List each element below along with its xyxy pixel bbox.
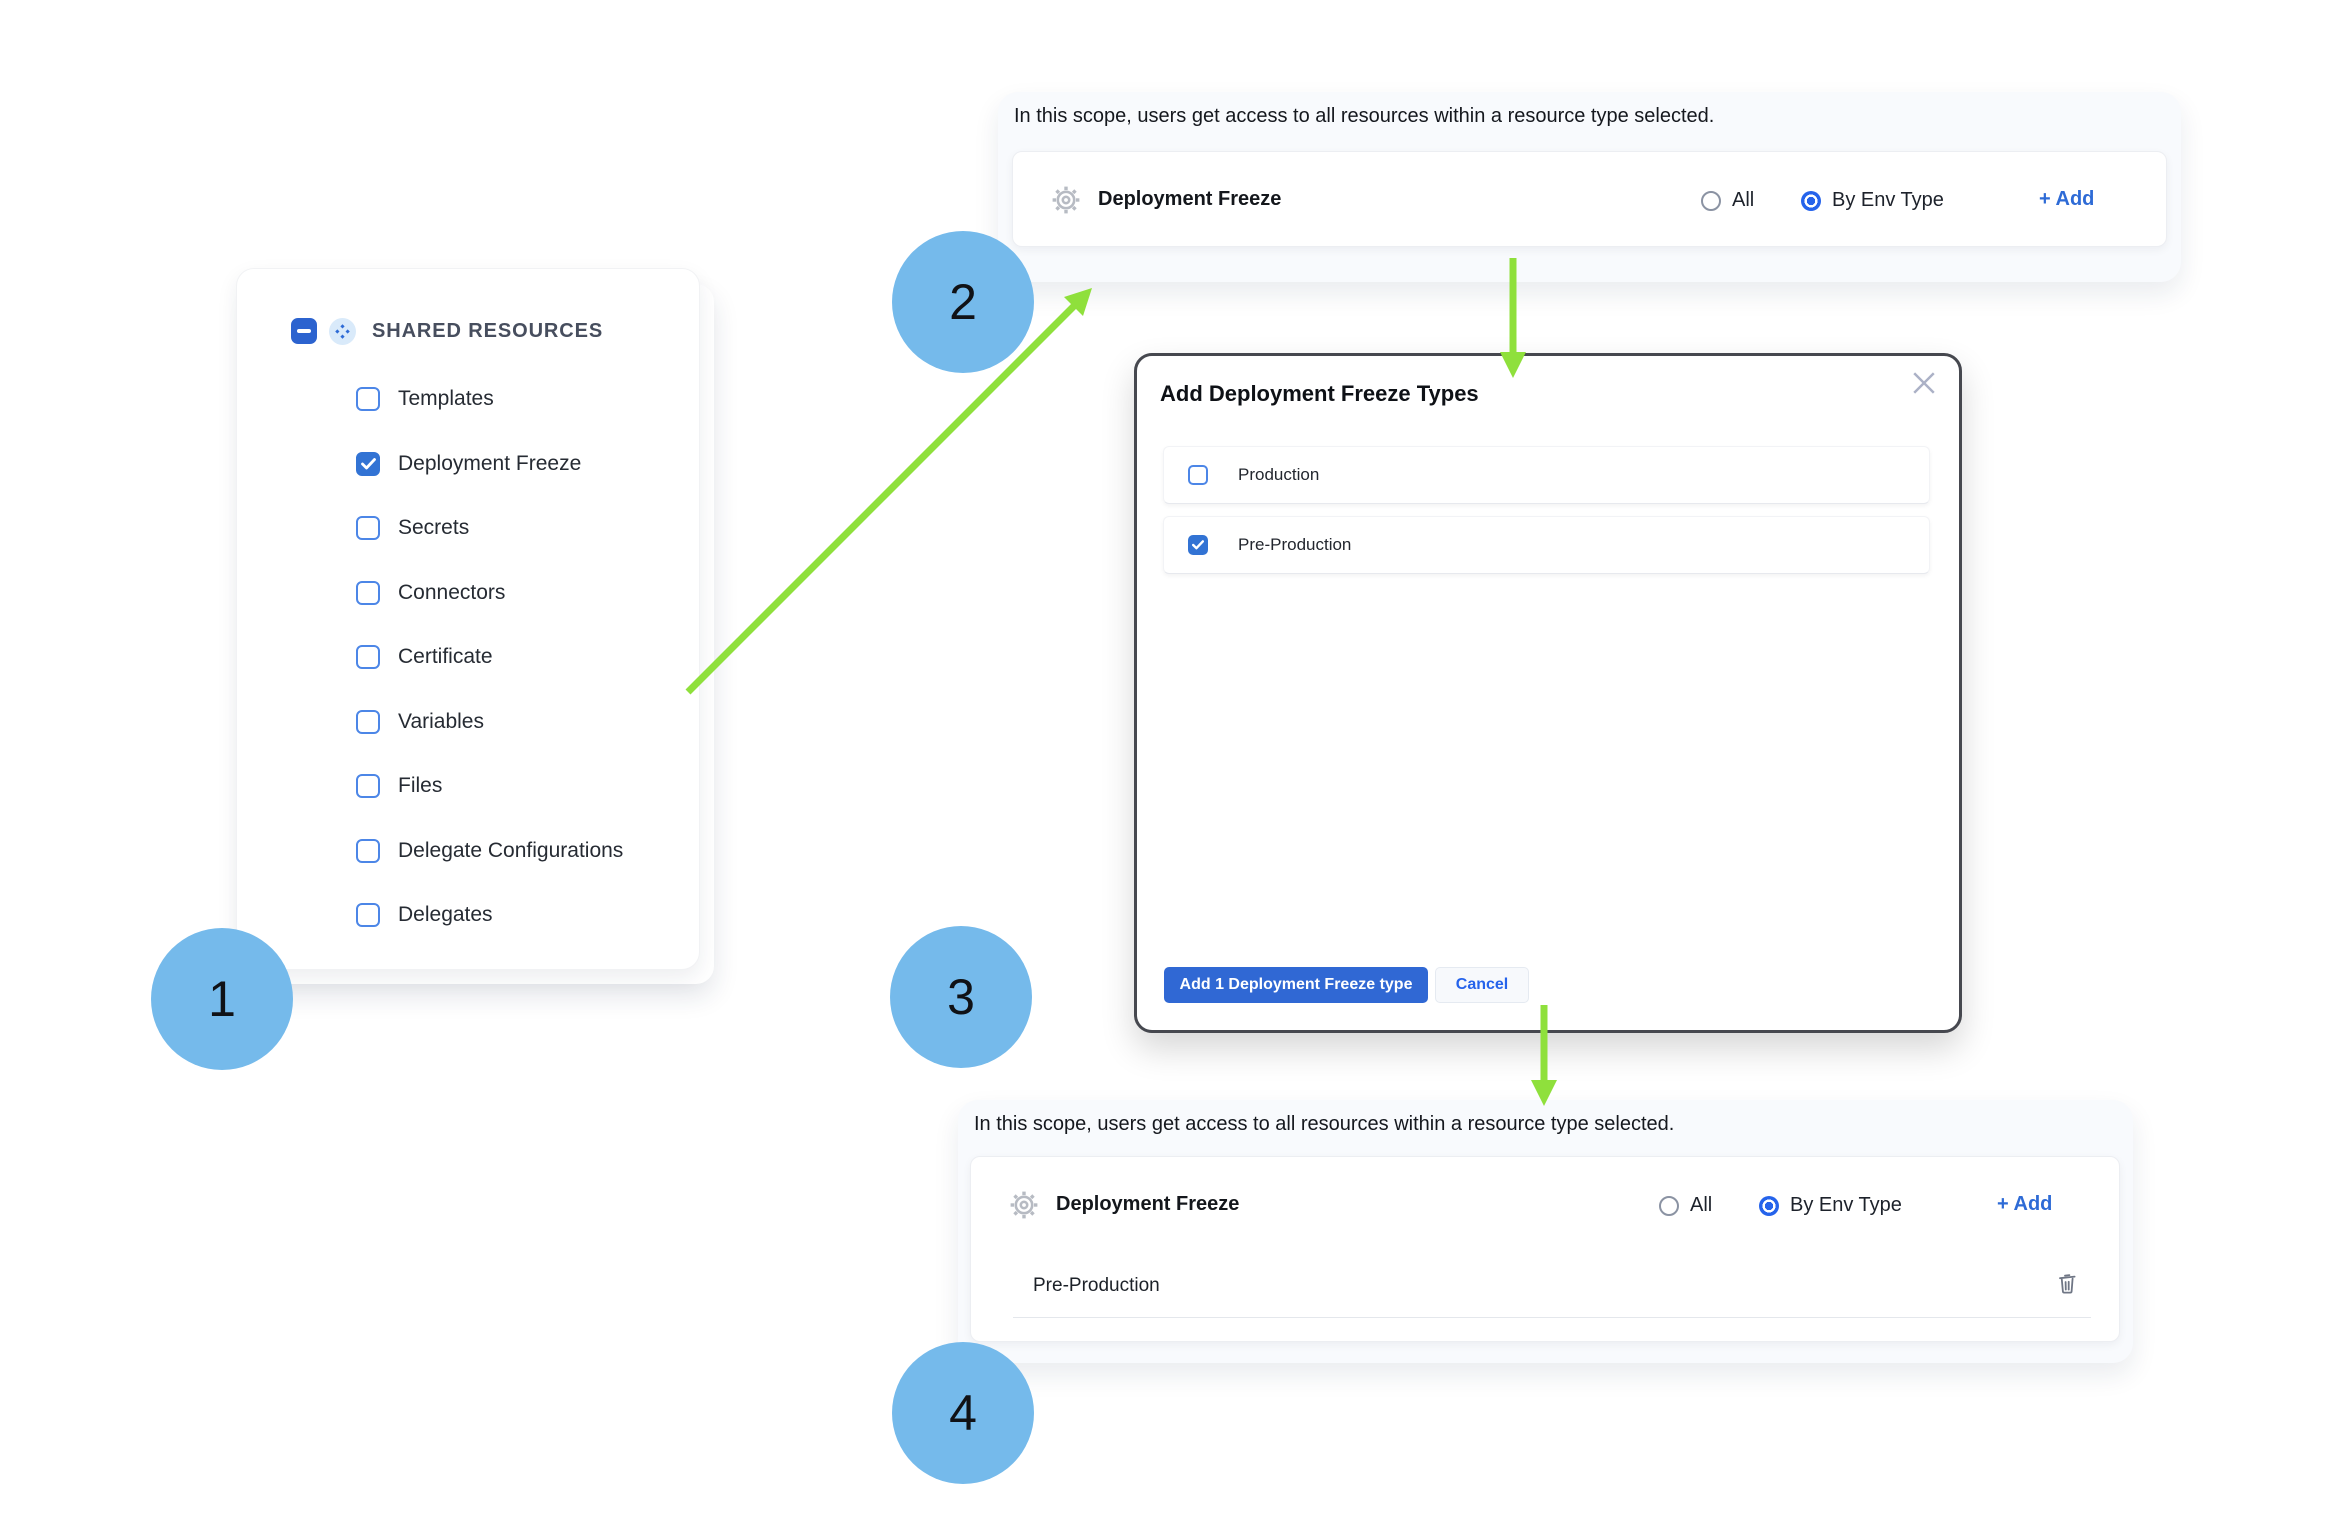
trash-icon[interactable] bbox=[2055, 1270, 2079, 1301]
shared-resources-icon bbox=[329, 317, 356, 345]
arrow-sidebar-to-scope-top bbox=[685, 288, 1092, 695]
checkbox-files[interactable] bbox=[356, 774, 380, 799]
row-divider bbox=[1013, 1317, 2091, 1318]
scope-description: In this scope, users get access to all r… bbox=[974, 1113, 1675, 1135]
scope-panel-bottom: In this scope, users get access to all r… bbox=[958, 1100, 2133, 1363]
gear-icon bbox=[1007, 1188, 1041, 1222]
sidebar-item-deployment-freeze[interactable]: Deployment Freeze bbox=[237, 432, 699, 497]
step-badge-1: 1 bbox=[151, 928, 293, 1070]
selected-type-label: Pre-Production bbox=[1033, 1274, 1160, 1296]
sidebar-item-variables[interactable]: Variables bbox=[237, 690, 699, 755]
resource-type-card: Deployment Freeze All By Env Type + Add bbox=[1012, 151, 2167, 247]
radio-all[interactable] bbox=[1701, 190, 1721, 211]
add-deployment-freeze-type-button[interactable]: Add 1 Deployment Freeze type bbox=[1164, 967, 1428, 1003]
resource-label: Deployment Freeze bbox=[1098, 188, 1282, 210]
cancel-button[interactable]: Cancel bbox=[1435, 967, 1529, 1003]
step-badge-4: 4 bbox=[892, 1342, 1034, 1484]
add-link[interactable]: + Add bbox=[2039, 188, 2095, 210]
radio-by-env-type[interactable] bbox=[1759, 1195, 1779, 1216]
scope-panel-top: In this scope, users get access to all r… bbox=[998, 92, 2181, 282]
checkbox-connectors[interactable] bbox=[356, 580, 380, 605]
gear-icon bbox=[1049, 183, 1083, 217]
radio-option-by-env-type[interactable]: By Env Type bbox=[1801, 189, 1944, 212]
sidebar-item-certificate[interactable]: Certificate bbox=[237, 625, 699, 690]
checkbox-variables[interactable] bbox=[356, 709, 380, 734]
resource-type-card: Deployment Freeze All By Env Type + Add … bbox=[970, 1156, 2120, 1342]
resource-row-deployment-freeze: Deployment Freeze All By Env Type + Add bbox=[1013, 152, 2166, 248]
close-icon[interactable] bbox=[1909, 368, 1939, 398]
radio-all[interactable] bbox=[1659, 1195, 1679, 1216]
modal-row-production[interactable]: Production bbox=[1163, 446, 1930, 504]
sidebar-item-delegates[interactable]: Delegates bbox=[237, 883, 699, 948]
indeterminate-minus-icon bbox=[297, 329, 311, 333]
checkbox-templates[interactable] bbox=[356, 387, 380, 412]
checkbox-delegates[interactable] bbox=[356, 903, 380, 928]
sidebar-item-secrets[interactable]: Secrets bbox=[237, 496, 699, 561]
modal-row-pre-production[interactable]: Pre-Production bbox=[1163, 516, 1930, 574]
modal-title: Add Deployment Freeze Types bbox=[1160, 381, 1479, 406]
selected-type-row-pre-production: Pre-Production bbox=[971, 1254, 2119, 1317]
radio-by-env-type[interactable] bbox=[1801, 190, 1821, 211]
shared-resources-group-label: SHARED RESOURCES bbox=[372, 319, 604, 342]
resource-row-deployment-freeze: Deployment Freeze All By Env Type + Add bbox=[971, 1157, 2119, 1253]
shared-resources-header: SHARED RESOURCES bbox=[291, 305, 603, 357]
radio-option-by-env-type[interactable]: By Env Type bbox=[1759, 1194, 1902, 1217]
checkbox-certificate[interactable] bbox=[356, 645, 380, 670]
checkbox-production[interactable] bbox=[1188, 465, 1208, 485]
shared-resources-group-checkbox[interactable] bbox=[291, 318, 317, 344]
step-badge-3: 3 bbox=[890, 926, 1032, 1068]
shared-resources-panel: SHARED RESOURCES Templates Deployment Fr… bbox=[236, 268, 700, 970]
checkbox-secrets[interactable] bbox=[356, 516, 380, 541]
scope-description: In this scope, users get access to all r… bbox=[1014, 105, 1715, 127]
checkbox-pre-production[interactable] bbox=[1188, 535, 1208, 555]
radio-option-all[interactable]: All bbox=[1701, 189, 1754, 212]
resource-label: Deployment Freeze bbox=[1056, 1193, 1240, 1215]
shared-resources-items: Templates Deployment Freeze Secrets Conn… bbox=[237, 367, 699, 948]
sidebar-item-files[interactable]: Files bbox=[237, 754, 699, 819]
checkbox-delegate-configurations[interactable] bbox=[356, 838, 380, 863]
sidebar-item-connectors[interactable]: Connectors bbox=[237, 561, 699, 626]
add-link[interactable]: + Add bbox=[1997, 1193, 2053, 1215]
sidebar-item-templates[interactable]: Templates bbox=[237, 367, 699, 432]
radio-option-all[interactable]: All bbox=[1659, 1194, 1712, 1217]
checkbox-deployment-freeze[interactable] bbox=[356, 451, 380, 476]
sidebar-item-delegate-configurations[interactable]: Delegate Configurations bbox=[237, 819, 699, 884]
step-badge-2: 2 bbox=[892, 231, 1034, 373]
add-deployment-freeze-types-modal: Add Deployment Freeze Types Production P… bbox=[1134, 353, 1962, 1033]
